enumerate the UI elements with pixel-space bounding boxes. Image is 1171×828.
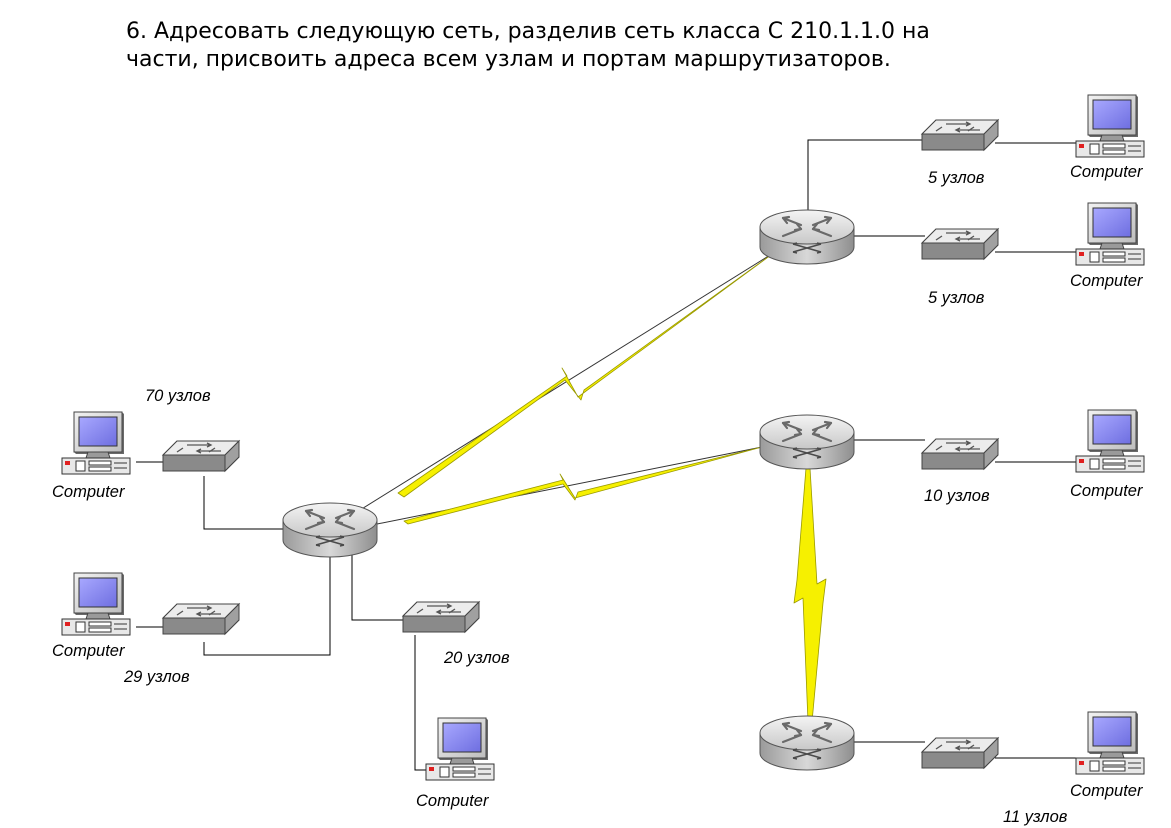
- switch-7[interactable]: [402, 601, 480, 633]
- serial-link-router-d-router-a: [397, 251, 776, 498]
- switch-2[interactable]: [921, 228, 999, 260]
- computer-7-label: Computer: [416, 792, 490, 810]
- task-line-2: части, присвоить адреса всем узлам и пор…: [126, 47, 891, 72]
- switch-1[interactable]: [921, 119, 999, 151]
- computer-3-label: Computer: [1070, 482, 1144, 500]
- wire-router-d-switch-7: [351, 550, 405, 621]
- serial-link-router-b-router-c: [793, 467, 827, 723]
- computer-4-label: Computer: [1070, 782, 1144, 800]
- serial-link-router-d-router-b: [403, 446, 763, 525]
- computer-2-label: Computer: [1070, 272, 1144, 290]
- wire-switch-5-router-d: [203, 476, 283, 530]
- task-text: 6. Адресовать следующую сеть, разделив с…: [126, 18, 1126, 74]
- computer-1[interactable]: [1075, 94, 1145, 158]
- hosts-label-3: 10 узлов: [924, 487, 990, 505]
- hosts-label-1: 5 узлов: [928, 169, 985, 187]
- wire-switch-7-computer-7: [414, 635, 432, 771]
- wire-router-a-switch-1: [807, 139, 925, 212]
- hosts-label-7: 20 узлов: [443, 649, 510, 667]
- computer-5[interactable]: [61, 411, 131, 475]
- router-b[interactable]: [758, 413, 856, 471]
- switch-3[interactable]: [921, 438, 999, 470]
- switch-6[interactable]: [162, 603, 240, 635]
- hosts-label-5: 70 узлов: [145, 387, 211, 405]
- computer-6-label: Computer: [52, 642, 126, 660]
- router-a[interactable]: [758, 208, 856, 266]
- computer-6[interactable]: [61, 572, 131, 636]
- switch-4[interactable]: [921, 737, 999, 769]
- hosts-label-4: 11 узлов: [1003, 808, 1068, 826]
- computer-7[interactable]: [425, 717, 495, 781]
- computer-3[interactable]: [1075, 409, 1145, 473]
- computer-2[interactable]: [1075, 202, 1145, 266]
- switch-5[interactable]: [162, 440, 240, 472]
- task-line-1: 6. Адресовать следующую сеть, разделив с…: [126, 19, 930, 44]
- computer-5-label: Computer: [52, 483, 126, 501]
- wire-switch-6-router-d: [203, 550, 331, 656]
- serial-links: [351, 251, 827, 723]
- hosts-label-6: 29 узлов: [123, 668, 190, 686]
- computer-1-label: Computer: [1070, 163, 1144, 181]
- router-c[interactable]: [758, 714, 856, 772]
- router-d[interactable]: [281, 501, 379, 559]
- hosts-label-2: 5 узлов: [928, 289, 985, 307]
- ethernet-wires: [136, 139, 1084, 771]
- computer-4[interactable]: [1075, 711, 1145, 775]
